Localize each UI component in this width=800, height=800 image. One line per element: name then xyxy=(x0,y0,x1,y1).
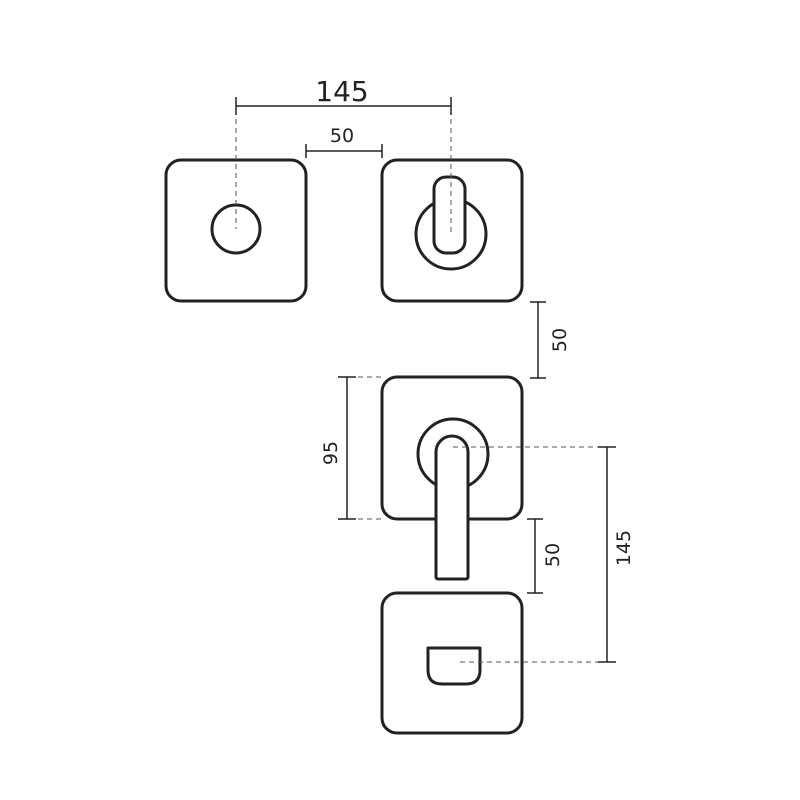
plate-top-right xyxy=(380,158,524,303)
dimension-label-right-gap-lower: 50 xyxy=(542,543,564,567)
dimension-right-gap-lower: 50 xyxy=(527,518,564,594)
dimension-label-right-spacing: 145 xyxy=(613,530,635,566)
plate-bottom xyxy=(380,591,524,735)
dimension-label-top-gap: 50 xyxy=(330,125,354,147)
dimension-right-spacing: 145 xyxy=(598,446,635,663)
dimension-label-top-spacing: 145 xyxy=(315,75,368,108)
lever-handle-top xyxy=(432,175,467,255)
dimension-label-right-gap-upper: 50 xyxy=(549,328,571,352)
plate-top-left xyxy=(164,158,308,303)
extension-lines xyxy=(235,110,612,663)
dimension-plate-height: 95 xyxy=(320,376,356,520)
dimension-right-gap-upper: 50 xyxy=(530,301,571,379)
dimension-top-spacing: 145 xyxy=(235,75,452,115)
dimension-top-gap: 50 xyxy=(305,125,383,158)
lever-handle-front xyxy=(434,434,470,581)
spout-outlet xyxy=(426,646,482,686)
plate-middle-right xyxy=(380,375,524,581)
dimension-label-plate-height: 95 xyxy=(320,441,342,465)
